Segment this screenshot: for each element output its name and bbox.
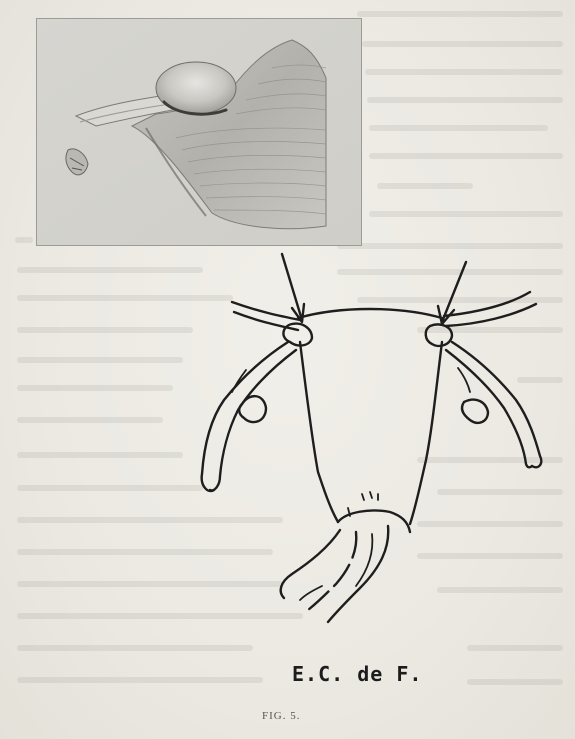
specimen-photograph [36,18,362,246]
figure-caption: FIG. 5. [262,710,300,722]
uterus-line-drawing [180,250,560,630]
illustrator-credit: E.C. de F. [292,662,422,686]
arrow-left-icon [282,254,302,320]
